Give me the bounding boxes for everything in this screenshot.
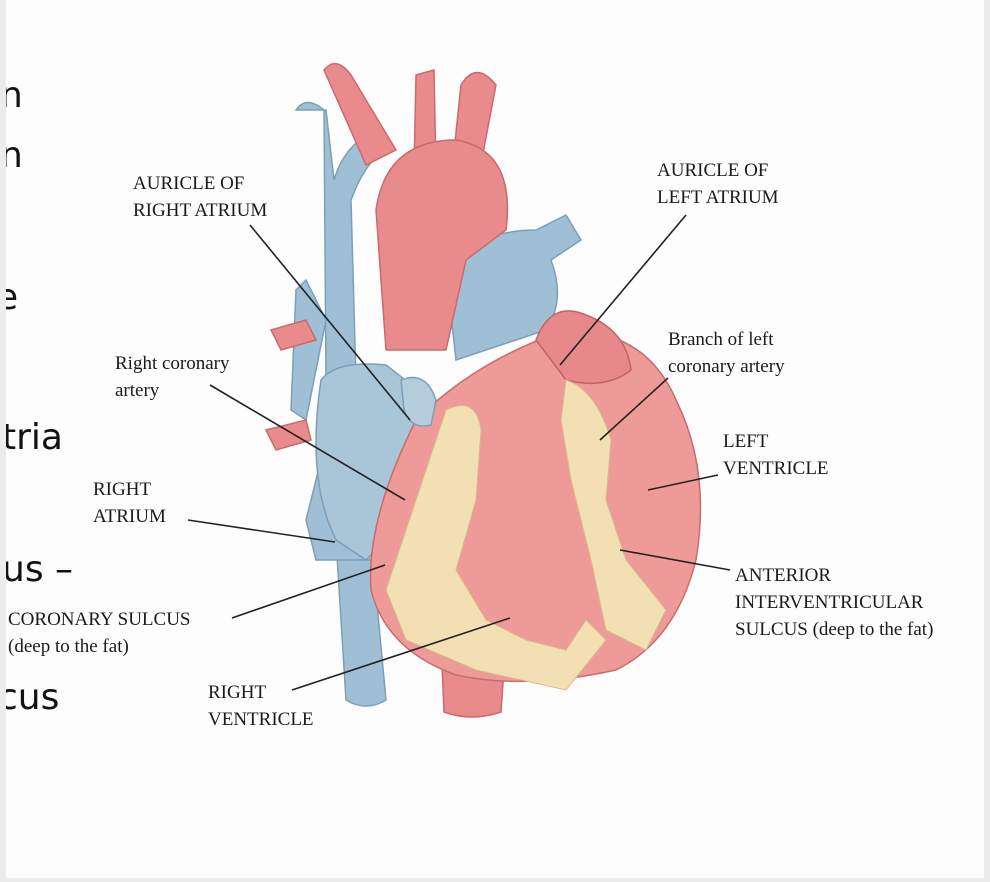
label-right-ventricle: RIGHT VENTRICLE bbox=[208, 679, 314, 733]
label-line: RIGHT bbox=[208, 682, 267, 703]
slide-text-fragment: tria bbox=[6, 417, 63, 458]
leader-line bbox=[231, 564, 386, 619]
label-line: AURICLE OF bbox=[133, 173, 245, 194]
label-coronary-sulcus: CORONARY SULCUS (deep to the fat) bbox=[8, 606, 190, 660]
label-line: (deep to the fat) bbox=[8, 636, 129, 657]
leader-lines bbox=[187, 214, 731, 691]
label-line: artery bbox=[115, 380, 160, 401]
slide-text-fragment: us – bbox=[6, 549, 74, 590]
label-line: AURICLE OF bbox=[657, 160, 769, 181]
label-line: CORONARY SULCUS bbox=[8, 609, 191, 630]
epicardial-fat bbox=[385, 379, 667, 691]
slide-text-fragment: cus bbox=[6, 677, 60, 718]
slide-text-fragment: n bbox=[6, 135, 23, 176]
label-line: ATRIUM bbox=[93, 506, 166, 527]
label-auricle-left-atrium: AURICLE OF LEFT ATRIUM bbox=[657, 157, 779, 211]
label-line: VENTRICLE bbox=[723, 458, 829, 479]
label-left-ventricle: LEFT VENTRICLE bbox=[723, 428, 829, 482]
leader-line bbox=[619, 549, 731, 571]
label-branch-left-coronary: Branch of left coronary artery bbox=[668, 326, 785, 380]
label-line: Branch of left bbox=[668, 329, 774, 350]
leader-line bbox=[249, 224, 411, 421]
label-line: INTERVENTRICULAR bbox=[735, 592, 924, 613]
label-auricle-right-atrium: AURICLE OF RIGHT ATRIUM bbox=[133, 170, 267, 224]
leader-line bbox=[187, 519, 336, 543]
label-line: VENTRICLE bbox=[208, 709, 314, 730]
label-anterior-interventricular-sulcus: ANTERIOR INTERVENTRICULAR SULCUS (deep to … bbox=[735, 562, 933, 643]
slide-text-fragment: n bbox=[6, 75, 23, 116]
leader-line bbox=[209, 384, 406, 501]
label-line: SULCUS (deep to the fat) bbox=[735, 619, 934, 640]
label-line: RIGHT ATRIUM bbox=[133, 200, 268, 221]
leader-line bbox=[599, 377, 669, 441]
label-line: RIGHT bbox=[93, 479, 152, 500]
left-auricle bbox=[535, 310, 632, 385]
leader-line bbox=[647, 474, 719, 491]
label-line: LEFT ATRIUM bbox=[657, 187, 779, 208]
label-line: LEFT bbox=[723, 431, 769, 452]
slide: n n e tria us – cus bbox=[6, 0, 984, 878]
slide-text-fragment: e bbox=[6, 277, 19, 318]
label-right-coronary-artery: Right coronary artery bbox=[115, 350, 230, 404]
heart-illustration bbox=[187, 62, 731, 718]
label-line: ANTERIOR bbox=[735, 565, 832, 586]
leader-line bbox=[291, 617, 511, 691]
leader-line bbox=[559, 214, 687, 366]
label-line: Right coronary bbox=[115, 353, 230, 374]
label-right-atrium: RIGHT ATRIUM bbox=[93, 476, 166, 530]
label-line: coronary artery bbox=[668, 356, 785, 377]
